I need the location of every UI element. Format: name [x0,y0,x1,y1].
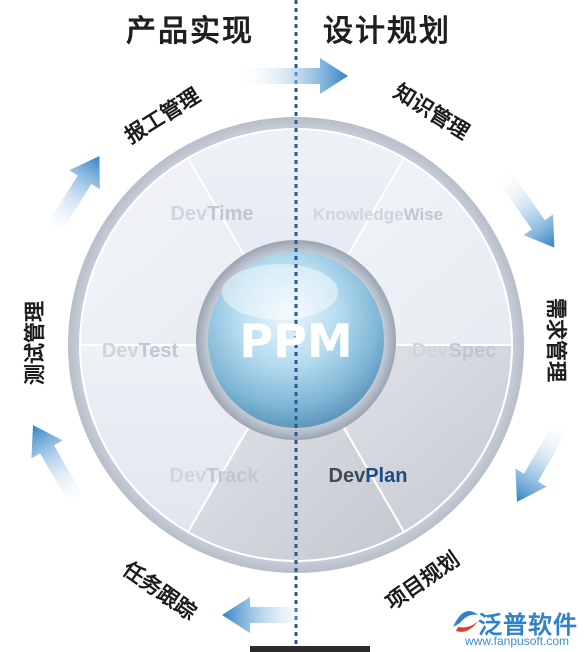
segment-label-devtrack: DevTrack [170,465,260,487]
title-product-realization: 产品实现 [126,14,254,49]
stage-label-requirement-management: 需求管理 [544,298,568,382]
arrow-lower-left [31,425,87,511]
arrow-down-left-icon [515,416,571,502]
arrow-lower-right [515,416,571,502]
title-design-planning: 设计规划 [323,14,451,49]
segment-label-devplan: DevPlan [329,465,408,487]
arrow-bottom [222,597,316,633]
arrow-top [238,58,348,94]
segment-label-knowledgewise: KnowledgeWise [313,205,443,224]
arrow-up-left-icon [31,425,87,511]
segment-label-devtime: DevTime [170,203,253,225]
logo-icon [453,611,478,632]
arrow-up-right-icon [42,155,100,240]
arrow-upper-right [493,166,555,248]
arrow-right-icon [238,58,348,94]
watermark-url: www.fanpusoft.com [465,634,570,648]
bottom-bar [250,646,370,652]
segment-label-devtest: DevTest [102,340,179,362]
arrow-upper-left [42,155,100,240]
hub-label: PPM [239,314,352,368]
watermark-name: 泛普软件 [478,611,578,639]
stage-label-test-management: 测试管理 [23,301,47,385]
arrow-down-right-icon [493,166,555,248]
arrow-left-icon [222,597,316,633]
segment-label-devspec: DevSpec [412,340,497,362]
watermark: 泛普软件 www.fanpusoft.com [450,603,585,652]
